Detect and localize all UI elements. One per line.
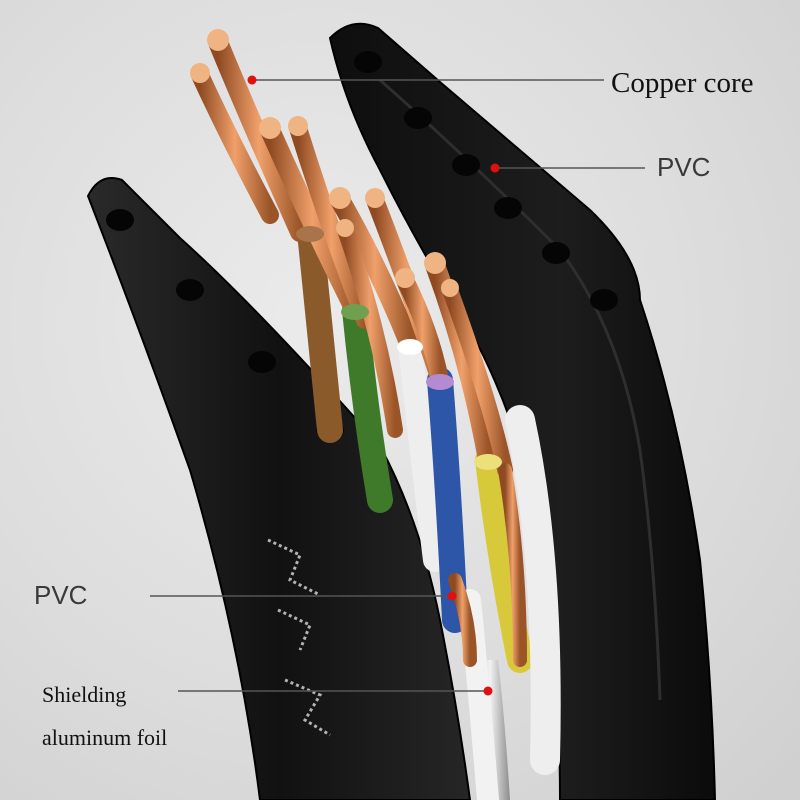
- copper-strand: [208, 32, 310, 242]
- label-copper-core: Copper core: [611, 67, 754, 99]
- label-shielding-line2: aluminum foil: [42, 725, 168, 750]
- wire-white-1: [398, 333, 447, 572]
- copper-strand: [191, 66, 279, 224]
- label-pvc-inner: PVC: [34, 580, 88, 610]
- copper-strand: [396, 271, 449, 389]
- annotation-leaders: [150, 75, 645, 696]
- marker-dot-pvc-inner: [447, 591, 457, 601]
- wire-brown: [297, 219, 343, 443]
- copper-strand: [448, 573, 477, 667]
- wire-white-2: [505, 405, 561, 775]
- copper-strand: [337, 222, 403, 438]
- marker-dot-shielding: [483, 686, 493, 696]
- copper-cores: [190, 29, 527, 667]
- marker-dot-copper: [247, 75, 257, 85]
- wire-green: [342, 297, 393, 513]
- label-shielding-line1: Shielding: [42, 682, 127, 707]
- copper-strand: [442, 282, 513, 478]
- label-pvc-outer: PVC: [657, 152, 711, 182]
- copper-strand: [330, 190, 420, 355]
- copper-strand: [498, 463, 527, 667]
- marker-dot-pvc-outer: [490, 163, 500, 173]
- outer-jacket-left: [86, 177, 472, 800]
- copper-strand: [289, 119, 374, 329]
